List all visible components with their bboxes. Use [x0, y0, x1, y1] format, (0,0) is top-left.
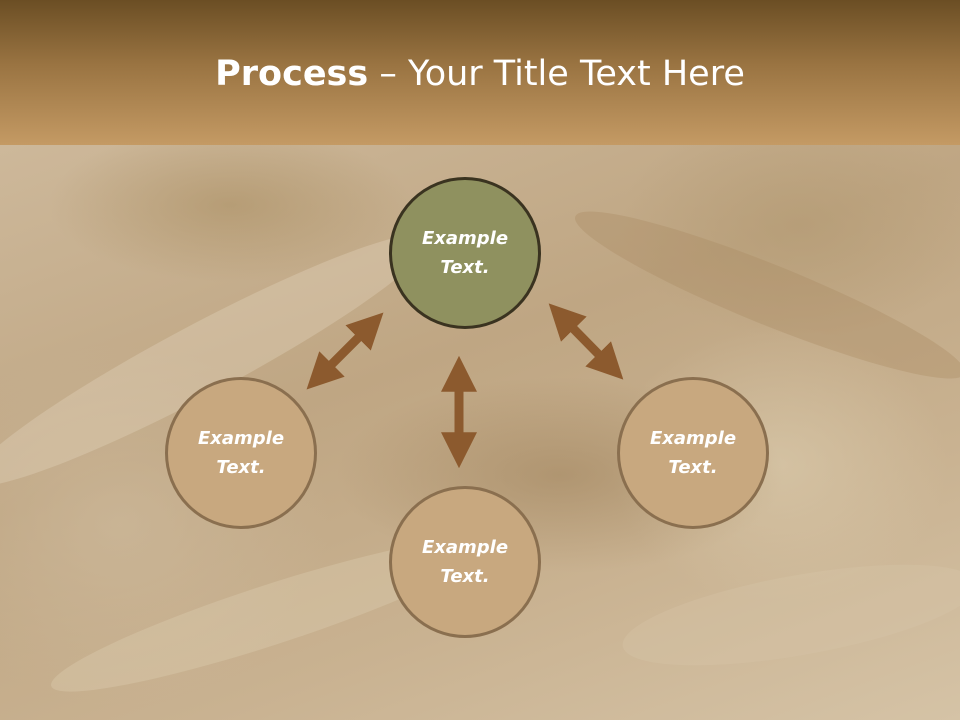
node-text-line1: Example: [421, 537, 509, 558]
title-bold: Process: [215, 54, 369, 94]
process-node-left: Example Text.: [165, 377, 317, 529]
double-arrow-top-right: [548, 303, 624, 380]
process-node-top: Example Text.: [389, 177, 541, 329]
process-node-right: Example Text.: [617, 377, 769, 529]
node-text-line2: Text.: [440, 257, 490, 278]
node-text-line2: Text.: [668, 457, 718, 478]
title-bar: Process – Your Title Text Here: [0, 0, 960, 145]
double-arrow-top-left: [306, 312, 384, 390]
node-text-line1: Example: [421, 228, 509, 249]
node-text-line2: Text.: [440, 566, 490, 587]
node-text-line1: Example: [197, 428, 285, 449]
node-text-line2: Text.: [216, 457, 266, 478]
process-node-bottom: Example Text.: [389, 486, 541, 638]
slide-title: Process – Your Title Text Here: [0, 52, 960, 96]
node-text-line1: Example: [649, 428, 737, 449]
title-rest: – Your Title Text Here: [368, 54, 745, 94]
